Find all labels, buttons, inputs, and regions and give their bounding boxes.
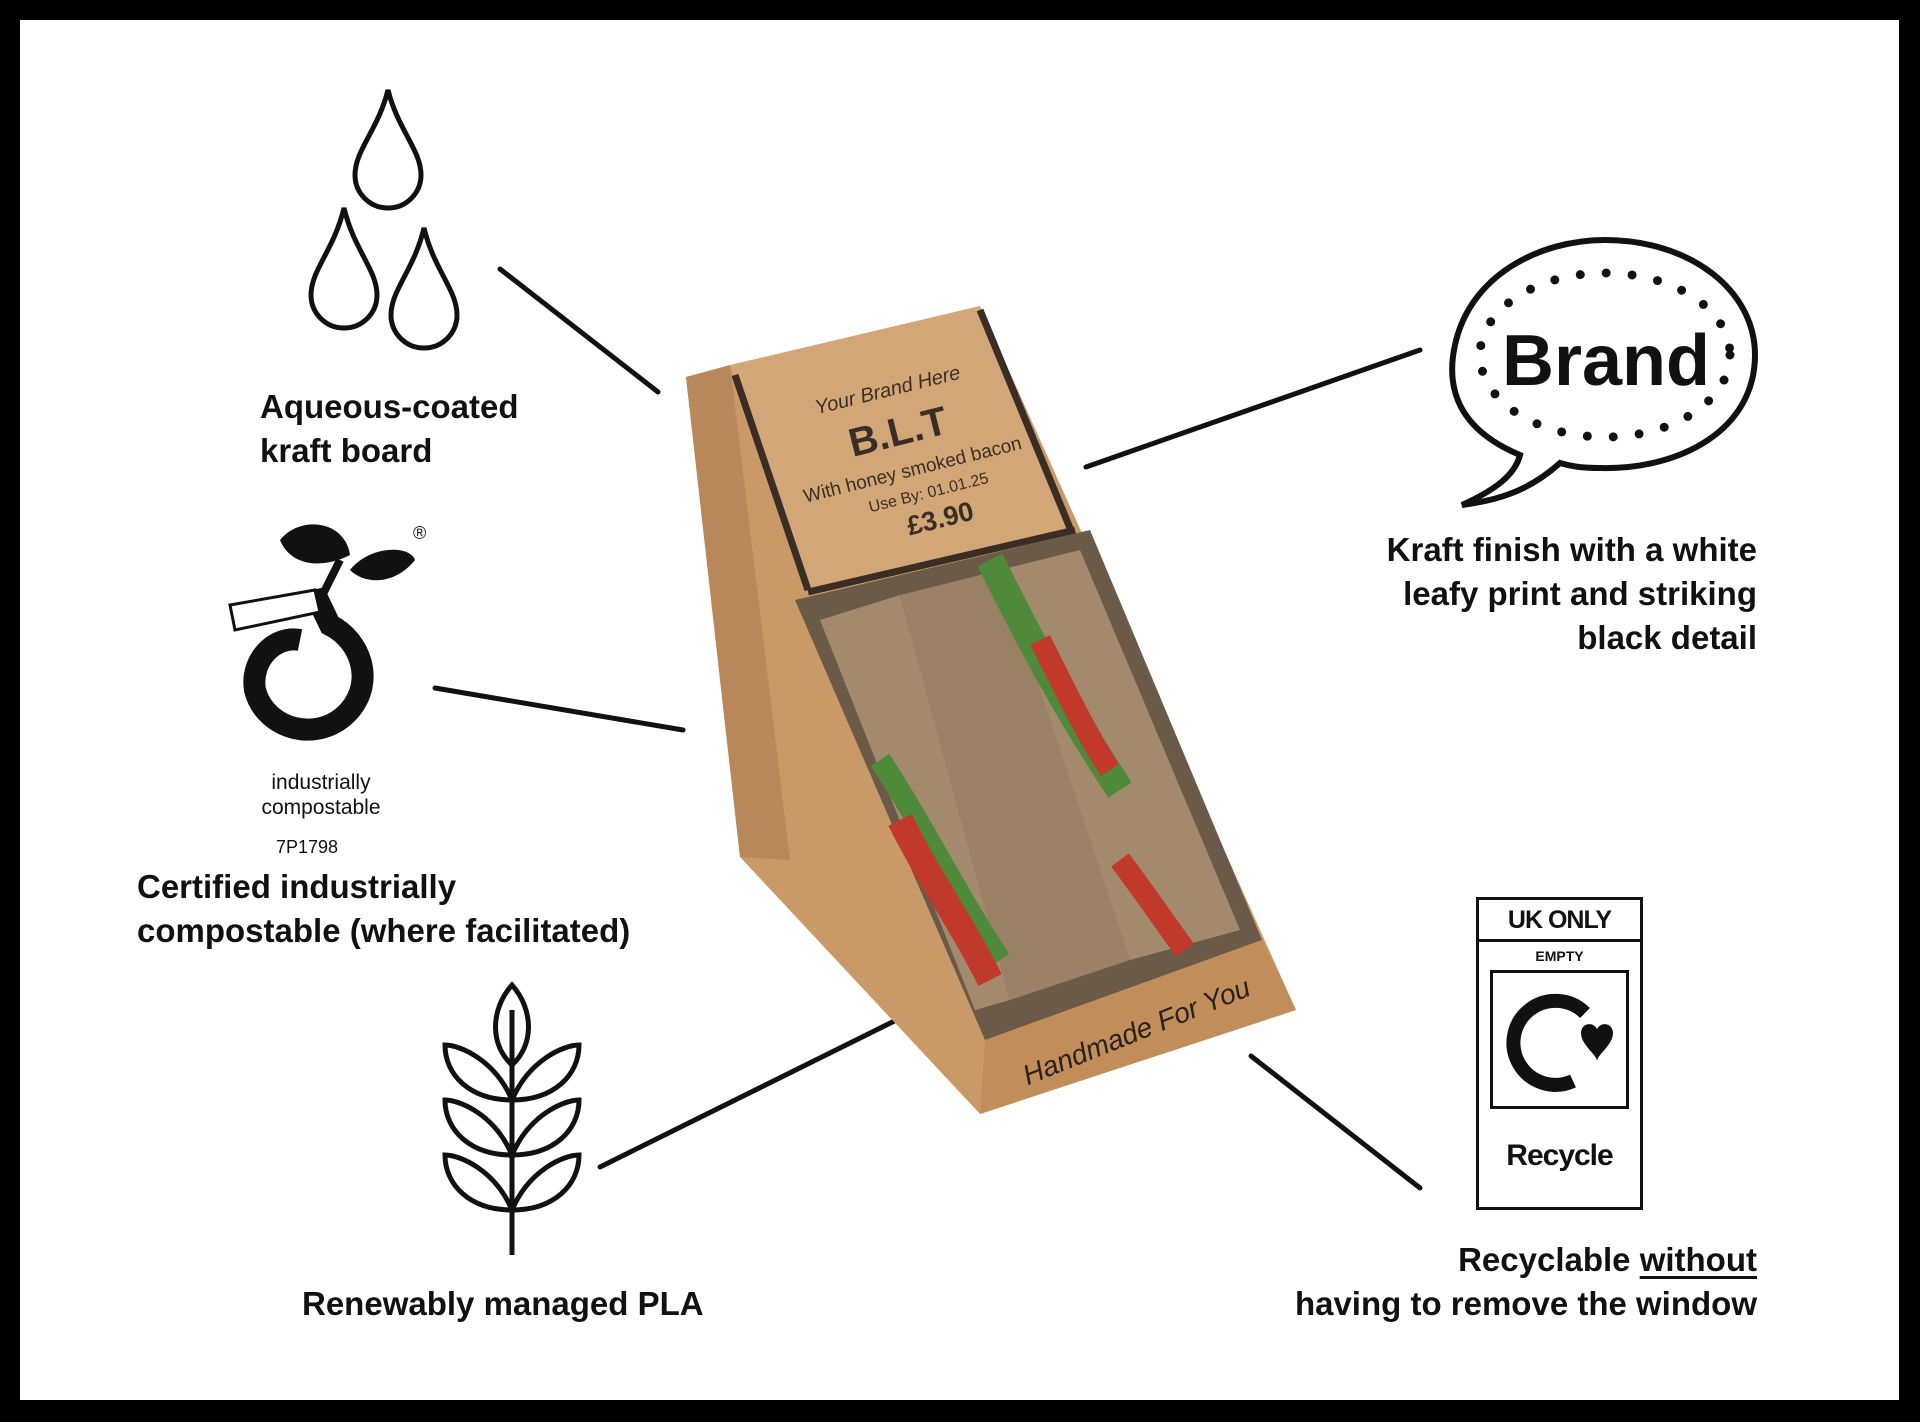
caption-line: Certified industrially bbox=[137, 868, 457, 905]
compostable-logo-text: industrially compostable bbox=[240, 770, 402, 820]
recycle-label-header: UK ONLY bbox=[1479, 900, 1640, 942]
caption-pla: Renewably managed PLA bbox=[302, 1285, 704, 1322]
recycle-label-footer: Recycle bbox=[1506, 1139, 1613, 1172]
caption-line: Kraft finish with a white bbox=[1386, 531, 1757, 568]
connector-line-kraft bbox=[497, 266, 661, 395]
caption-line: leafy print and striking bbox=[1403, 575, 1757, 612]
caption-text: Recyclable bbox=[1458, 1241, 1640, 1278]
caption-underlined-text: without bbox=[1639, 1241, 1757, 1278]
caption-recycle: Recyclable without having to remove the … bbox=[1295, 1238, 1757, 1326]
caption-line: having to remove the window bbox=[1294, 1285, 1757, 1322]
speech-bubble-icon bbox=[1449, 236, 1759, 508]
wheat-icon bbox=[442, 981, 582, 1255]
connector-line-recycle bbox=[1248, 1053, 1423, 1191]
recycle-label: UK ONLY EMPTY Recycle bbox=[1476, 897, 1643, 1210]
recycle-loop-icon bbox=[1490, 970, 1629, 1109]
connector-line-finish bbox=[1083, 347, 1423, 470]
infographic: Your Brand Here B.L.T With honey smoked … bbox=[20, 20, 1899, 1400]
caption-kraft: Aqueous-coated kraft board bbox=[260, 385, 519, 473]
illustration-layer: Your Brand Here B.L.T With honey smoked … bbox=[228, 89, 1759, 1255]
sandwich-pack-image: Your Brand Here B.L.T With honey smoked … bbox=[686, 306, 1296, 1114]
logo-text-line: compostable bbox=[261, 796, 381, 819]
caption-line: Recyclable without bbox=[1295, 1238, 1757, 1282]
caption-line: Aqueous-coated bbox=[260, 388, 519, 425]
caption-line: black detail bbox=[1577, 619, 1757, 656]
caption-line: compostable (where facilitated) bbox=[137, 912, 631, 949]
recycle-label-sub: EMPTY bbox=[1535, 948, 1584, 964]
pack-label bbox=[730, 306, 1075, 595]
logo-text-line: industrially bbox=[271, 771, 371, 794]
caption-compostable: Certified industrially compostable (wher… bbox=[137, 865, 630, 953]
connector-line-compostable bbox=[432, 685, 686, 733]
water-drops-icon bbox=[308, 89, 460, 351]
caption-line: kraft board bbox=[260, 432, 433, 469]
caption-finish: Kraft finish with a white leafy print an… bbox=[1387, 528, 1757, 660]
registered-mark: ® bbox=[413, 523, 427, 543]
bubble-brand-text: Brand bbox=[1501, 321, 1711, 401]
seedling-compostable-icon bbox=[228, 524, 415, 741]
compostable-code: 7P1798 bbox=[276, 837, 339, 857]
